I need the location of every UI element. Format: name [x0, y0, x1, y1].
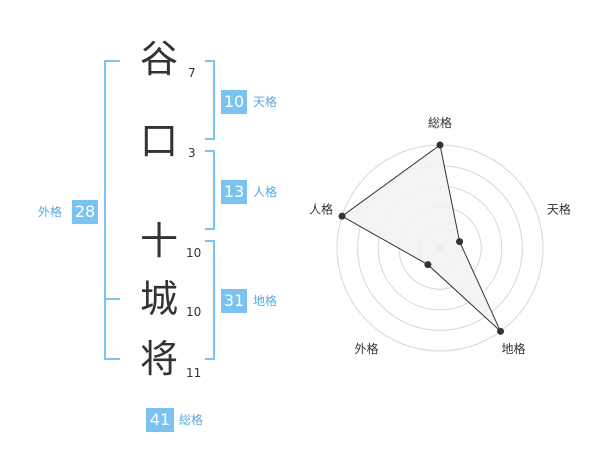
radar-axis-label-5: 人格	[309, 201, 333, 216]
radar-axis-label-2: 天格	[547, 201, 571, 216]
stroke-count-2: 3	[188, 146, 196, 160]
gaikaku-bracket-tick	[106, 298, 120, 300]
radar-polygon	[341, 144, 501, 332]
tenkaku-bracket	[205, 60, 215, 140]
name-char-1: 谷	[140, 37, 179, 81]
soukaku-value: 41	[146, 408, 174, 432]
chikaku-value: 31	[221, 289, 247, 313]
tenkaku-label: 天格	[253, 95, 278, 109]
gaikaku-bracket	[104, 60, 120, 360]
radar-point-1	[436, 141, 444, 149]
chikaku-label: 地格	[253, 294, 278, 308]
name-char-5: 将	[140, 337, 179, 381]
radar-axis-label-1: 総格	[428, 115, 452, 130]
radar-axis-label-4: 外格	[354, 341, 378, 356]
gaikaku-value: 28	[72, 200, 98, 224]
radar-point-4	[424, 261, 432, 269]
chikaku-bracket	[205, 240, 215, 360]
jinkaku-bracket	[205, 150, 215, 230]
jinkaku-value: 13	[221, 180, 247, 204]
radar-point-5	[338, 212, 346, 220]
soukaku-label: 総格	[179, 413, 204, 427]
name-char-2: 口	[140, 119, 179, 163]
stroke-count-3: 10	[186, 246, 202, 260]
stroke-count-1: 7	[188, 66, 196, 80]
radar-axis-label-3: 地格	[501, 341, 525, 356]
jinkaku-label: 人格	[253, 185, 278, 199]
gaikaku-label: 外格	[38, 205, 63, 219]
radar-point-2	[456, 238, 464, 246]
name-char-4: 城	[140, 277, 179, 321]
stroke-count-4: 10	[186, 305, 202, 319]
stroke-count-5: 11	[186, 366, 202, 380]
tenkaku-value: 10	[221, 90, 247, 114]
name-char-3: 十	[140, 219, 179, 263]
radar-point-3	[497, 327, 505, 335]
